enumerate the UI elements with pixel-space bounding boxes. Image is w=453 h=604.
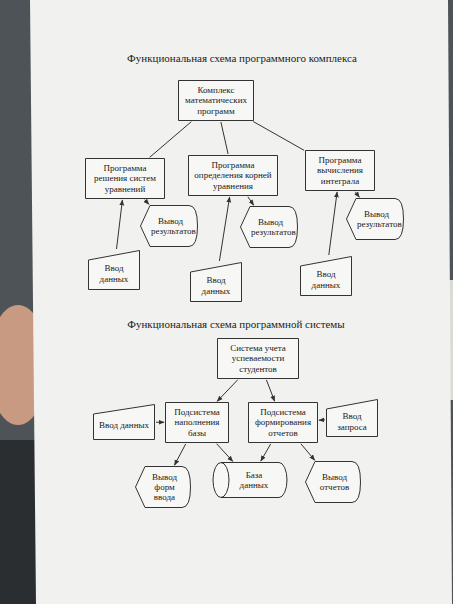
- node-text-block: Программа вычисления интеграла: [305, 151, 375, 189]
- diagram-title: Функциональная схема программного компле…: [127, 52, 357, 64]
- node-text-block: Подсистема формирования отчетов: [248, 403, 318, 441]
- outline-path: [306, 462, 361, 503]
- process-box: Программа определения корней уравнения: [188, 155, 278, 196]
- outline-path: [94, 405, 155, 440]
- connector: [150, 122, 192, 158]
- connector: [219, 197, 229, 261]
- node-label: Вывод форм ввода: [146, 472, 183, 502]
- display-output: Вывод результатов: [346, 198, 404, 240]
- node-label: База данных: [231, 470, 277, 490]
- connector: [217, 380, 238, 402]
- outline-path: [241, 207, 298, 248]
- outline-path: [179, 81, 254, 121]
- node-text-block: Ввод данных: [93, 409, 155, 434]
- connector: [145, 200, 149, 205]
- connector: [355, 192, 359, 197]
- node-label: Ввод данных: [92, 263, 136, 283]
- node-label: Вывод результатов: [151, 216, 190, 236]
- outline-path: [141, 206, 198, 247]
- node-label: Программа решения систем уравнений: [89, 163, 161, 193]
- outline-path: [86, 159, 165, 199]
- node-label: Ввод данных: [194, 275, 238, 295]
- manual-input: Ввод данных: [93, 404, 155, 440]
- connector: [117, 200, 123, 249]
- process-box: Подсистема наполнения базы: [165, 402, 229, 443]
- manual-input: Ввод запроса: [326, 399, 378, 437]
- display-output: Вывод отчетов: [305, 461, 361, 503]
- outline-path: [249, 403, 318, 443]
- manual-input: Ввод данных: [88, 250, 140, 290]
- node-label: Ввод запроса: [330, 411, 374, 431]
- connector: [253, 122, 304, 151]
- connector: [156, 422, 164, 423]
- outline-path: [89, 251, 140, 290]
- node-text-block: Вывод отчетов: [305, 468, 361, 496]
- process-box: Комплекс математических программ: [178, 80, 254, 121]
- node-label: Система учета успеваемости студентов: [221, 343, 295, 373]
- outline-path: [189, 156, 278, 196]
- node-label: Вывод результатов: [357, 209, 396, 229]
- node-label: Ввод данных: [304, 269, 348, 289]
- outline-path: [306, 151, 375, 191]
- process-box: Подсистема формирования отчетов: [248, 402, 318, 443]
- node-text-block: Вывод результатов: [346, 205, 404, 233]
- node-label: Подсистема наполнения базы: [169, 407, 225, 437]
- node-text-block: Система учета успеваемости студентов: [217, 339, 299, 377]
- connector: [248, 197, 254, 205]
- manual-input: Ввод данных: [190, 262, 242, 302]
- node-label: Программа вычисления интеграла: [309, 155, 371, 185]
- node-label: Подсистема формирования отчетов: [252, 407, 314, 437]
- node-label: Комплекс математических программ: [182, 85, 250, 115]
- node-label: Программа определения корней уравнения: [192, 160, 274, 190]
- node-text-block: База данных: [213, 466, 287, 494]
- outline-path: [191, 263, 242, 302]
- node-label: Ввод данных: [97, 420, 151, 430]
- node-text-block: Комплекс математических программ: [178, 81, 254, 119]
- keyboard: [0, 440, 40, 604]
- outline-path: [136, 467, 191, 508]
- connector: [217, 444, 233, 462]
- process-box: Программа вычисления интеграла: [305, 150, 375, 191]
- connector: [261, 444, 271, 461]
- outline-path: [218, 339, 299, 379]
- connector: [221, 122, 228, 154]
- outline-path: [166, 403, 229, 443]
- connector: [319, 419, 325, 420]
- node-text-block: Ввод данных: [300, 258, 352, 293]
- connector: [301, 444, 315, 460]
- outline-path: [327, 400, 378, 437]
- node-text-block: Ввод данных: [88, 252, 140, 287]
- section-title: Функциональная схема программной системы: [127, 318, 344, 330]
- manual-input: Ввод данных: [300, 256, 352, 296]
- node-label: Вывод результатов: [251, 217, 290, 237]
- display-output: Вывод результатов: [140, 205, 198, 247]
- outline-path: [213, 463, 287, 498]
- node-text-block: Ввод данных: [190, 264, 242, 299]
- node-text-block: Подсистема наполнения базы: [165, 403, 229, 441]
- outline-path: [301, 257, 352, 296]
- connector: [175, 444, 186, 465]
- node-text-block: Вывод результатов: [240, 213, 298, 241]
- database-cylinder: База данных: [213, 462, 287, 498]
- paper-sheet: [30, 0, 452, 604]
- connector: [266, 380, 274, 401]
- display-output: Вывод форм ввода: [135, 466, 191, 508]
- node-text-block: Ввод запроса: [326, 400, 378, 435]
- node-text-block: Вывод результатов: [140, 212, 198, 240]
- node-text-block: Программа определения корней уравнения: [188, 156, 278, 194]
- outline-path: [347, 199, 404, 240]
- process-box: Программа решения систем уравнений: [85, 158, 165, 199]
- node-text-block: Вывод форм ввода: [135, 468, 191, 506]
- node-text-block: Программа решения систем уравнений: [85, 159, 165, 197]
- display-output: Вывод результатов: [240, 206, 298, 248]
- node-label: Вывод отчетов: [316, 472, 353, 492]
- process-box: Система учета успеваемости студентов: [217, 338, 299, 379]
- connector: [329, 192, 337, 255]
